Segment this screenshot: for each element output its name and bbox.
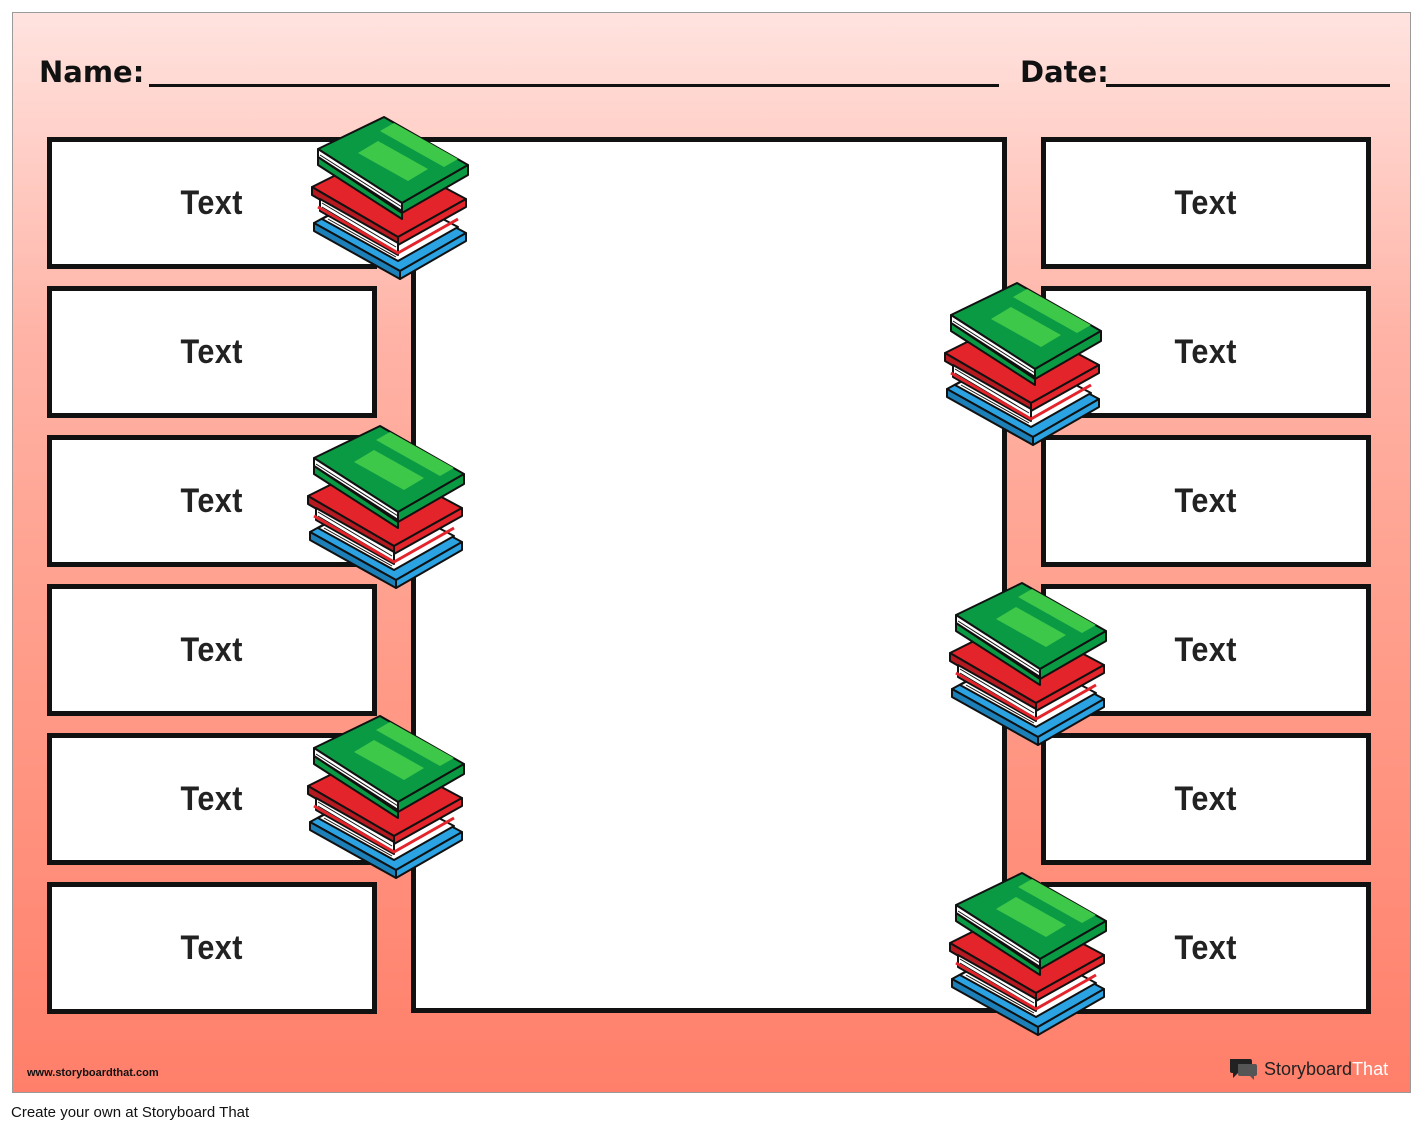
- date-label: Date:: [1020, 55, 1109, 89]
- brand-dark: Storyboard: [1264, 1058, 1353, 1079]
- left-text-box-1-label: Text: [180, 183, 244, 222]
- left-text-box-4-label: Text: [180, 630, 244, 669]
- right-text-box-2-label: Text: [1174, 332, 1238, 371]
- left-text-box-4[interactable]: Text: [47, 584, 377, 716]
- book-stack-icon: [306, 714, 466, 880]
- right-text-box-3[interactable]: Text: [1041, 435, 1371, 567]
- book-stack-icon: [948, 581, 1108, 747]
- book-stack-icon: [948, 871, 1108, 1037]
- date-line[interactable]: [1106, 84, 1390, 87]
- brand-light: That: [1352, 1058, 1389, 1079]
- book-stack-icon: [943, 281, 1103, 447]
- left-text-box-3-label: Text: [180, 481, 244, 520]
- left-text-box-6-label: Text: [180, 928, 244, 967]
- left-text-box-2-label: Text: [180, 332, 244, 371]
- right-text-box-1[interactable]: Text: [1041, 137, 1371, 269]
- storyboardthat-logo: StoryboardThat: [1228, 1057, 1388, 1081]
- right-text-box-4-label: Text: [1174, 630, 1238, 669]
- center-writing-area[interactable]: [411, 137, 1007, 1013]
- name-line[interactable]: [149, 84, 999, 87]
- footer-url[interactable]: www.storyboardthat.com: [27, 1067, 159, 1079]
- brand-name: StoryboardThat: [1264, 1059, 1388, 1080]
- speech-bubble-icon: [1230, 1059, 1257, 1080]
- left-text-box-2[interactable]: Text: [47, 286, 377, 418]
- left-text-box-5-label: Text: [180, 779, 244, 818]
- right-text-box-6-label: Text: [1174, 928, 1238, 967]
- book-stack-icon: [306, 424, 466, 590]
- right-text-box-5[interactable]: Text: [1041, 733, 1371, 865]
- book-stack-icon: [310, 115, 470, 281]
- credit-line[interactable]: Create your own at Storyboard That: [11, 1104, 250, 1121]
- right-text-box-3-label: Text: [1174, 481, 1238, 520]
- right-text-box-5-label: Text: [1174, 779, 1238, 818]
- left-text-box-6[interactable]: Text: [47, 882, 377, 1014]
- worksheet: Name: Date: Text Text Text Text Text Tex…: [12, 12, 1411, 1093]
- right-text-box-1-label: Text: [1174, 183, 1238, 222]
- name-label: Name:: [39, 55, 145, 89]
